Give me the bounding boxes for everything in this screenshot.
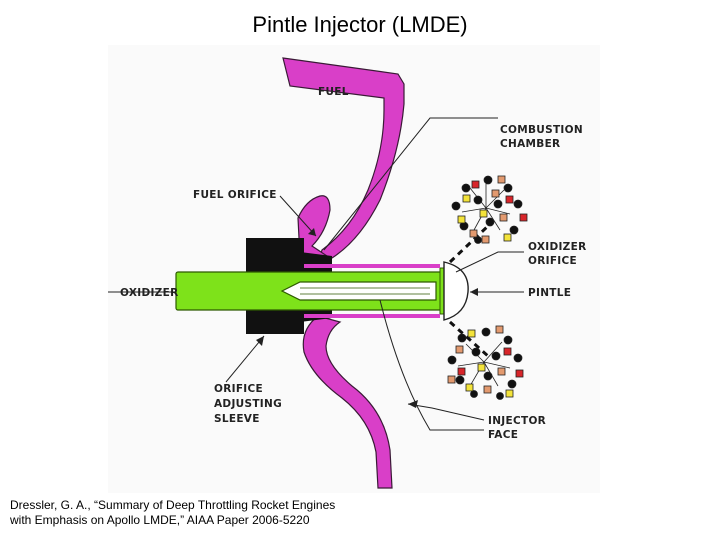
- label-combustion-chamber-1: COMBUSTION: [500, 124, 583, 136]
- citation-line-1: Dressler, G. A., “Summary of Deep Thrott…: [10, 498, 336, 512]
- label-oxidizer-orifice-1: OXIDIZER: [528, 241, 586, 253]
- citation: Dressler, G. A., “Summary of Deep Thrott…: [10, 498, 430, 528]
- figure-background: [108, 45, 600, 493]
- label-pintle: PINTLE: [528, 287, 571, 299]
- arrowheads: [256, 228, 478, 408]
- label-fuel: FUEL: [318, 86, 349, 98]
- label-orifice-adjusting-sleeve-2: ADJUSTING: [214, 398, 282, 410]
- oxidizer-tube: [175, 264, 451, 318]
- label-oxidizer-orifice-2: ORIFICE: [528, 255, 577, 267]
- pintle-tip: [443, 261, 469, 321]
- label-combustion-chamber-2: CHAMBER: [500, 138, 560, 150]
- droplet-spray-lower: [447, 325, 524, 400]
- spray-trajectories: [448, 224, 490, 358]
- droplet-spray-upper: [451, 175, 528, 244]
- label-oxidizer: OXIDIZER: [120, 287, 178, 299]
- leader-lines: [108, 117, 524, 431]
- label-injector-face-2: FACE: [488, 429, 518, 441]
- label-orifice-adjusting-sleeve-1: ORIFICE: [214, 383, 263, 395]
- citation-line-2: with Emphasis on Apollo LMDE,” AIAA Pape…: [10, 513, 310, 527]
- label-injector-face-1: INJECTOR: [488, 415, 546, 427]
- page-title: Pintle Injector (LMDE): [252, 12, 468, 37]
- fuel-manifold: [282, 57, 405, 489]
- label-fuel-orifice: FUEL ORIFICE: [193, 189, 277, 201]
- label-orifice-adjusting-sleeve-3: SLEEVE: [214, 413, 260, 425]
